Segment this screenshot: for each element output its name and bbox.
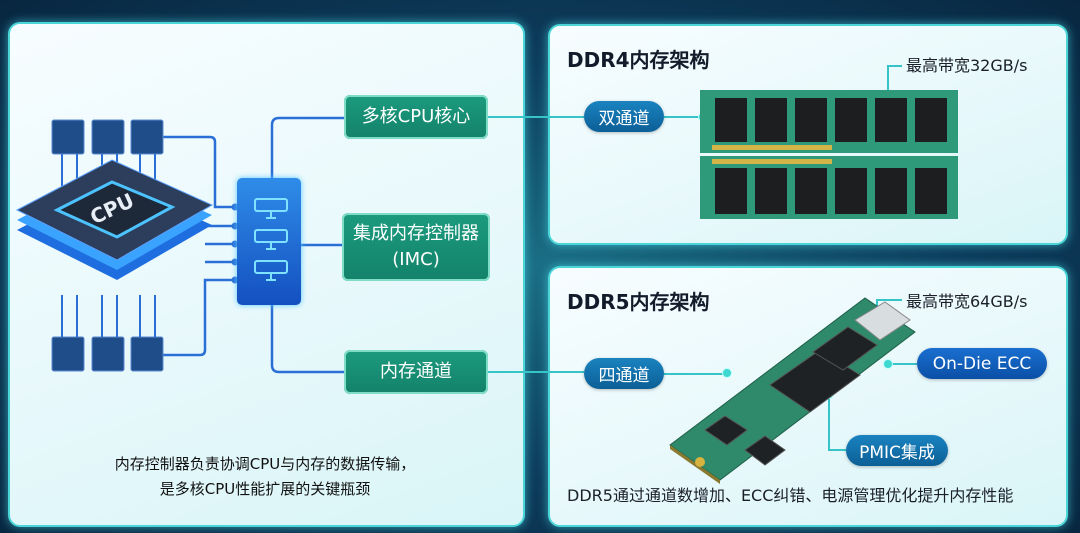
memory-chip — [835, 98, 867, 142]
dual-channel-pill: 双通道 — [584, 101, 664, 132]
ddr5-title: DDR5内存架构 — [567, 290, 710, 314]
memory-channel-box: 内存通道 — [344, 350, 488, 394]
ddr4-title: DDR4内存架构 — [567, 48, 710, 72]
cpu-chip-illustration: CPU — [15, 119, 214, 372]
pmic-pill: PMIC集成 — [846, 435, 948, 466]
ddr4-bandwidth: 最高带宽32GB/s — [906, 56, 1028, 75]
memory-chip — [755, 168, 787, 214]
ddr5-bandwidth: 最高带宽64GB/s — [906, 292, 1028, 311]
caption-line: 内存控制器负责协调CPU与内存的数据传输， — [114, 455, 416, 473]
memory-chip — [795, 168, 827, 214]
memory-chip — [795, 98, 827, 142]
box-label: 集成内存控制器 — [353, 223, 479, 244]
gold-contacts — [712, 159, 832, 164]
memory-chip — [755, 98, 787, 142]
ddr5-caption: DDR5通过通道数增加、ECC纠错、电源管理优化提升内存性能 — [567, 486, 1014, 505]
memory-chip — [835, 168, 867, 214]
memory-chip — [715, 98, 747, 142]
box-label: 内存通道 — [380, 361, 452, 382]
memory-chip — [875, 168, 907, 214]
box-label: 多核CPU核心 — [361, 106, 471, 127]
on-die-ecc-pill: On-Die ECC — [917, 348, 1047, 379]
ddr5-ram-module — [669, 297, 916, 484]
ddr4-ram-modules — [700, 90, 958, 219]
multi-core-cpu-box: 多核CPU核心 — [344, 95, 488, 139]
controller-slots-icon — [254, 198, 288, 281]
gold-contacts — [712, 145, 832, 150]
box-label: (IMC) — [392, 249, 440, 270]
left-caption: 内存控制器负责协调CPU与内存的数据传输， 是多核CPU性能扩展的关键瓶颈 — [60, 452, 470, 502]
imc-box: 集成内存控制器 (IMC) — [342, 213, 490, 281]
memory-modules-top — [51, 119, 164, 155]
memory-chip — [915, 98, 947, 142]
memory-chip — [715, 168, 747, 214]
quad-channel-pill: 四通道 — [584, 358, 664, 389]
memory-chip — [875, 98, 907, 142]
memory-chip — [915, 168, 947, 214]
pmic-chip — [854, 301, 911, 341]
memory-modules-bottom — [51, 336, 164, 372]
caption-line: 是多核CPU性能扩展的关键瓶颈 — [159, 480, 371, 498]
memory-controller-block — [237, 178, 301, 305]
